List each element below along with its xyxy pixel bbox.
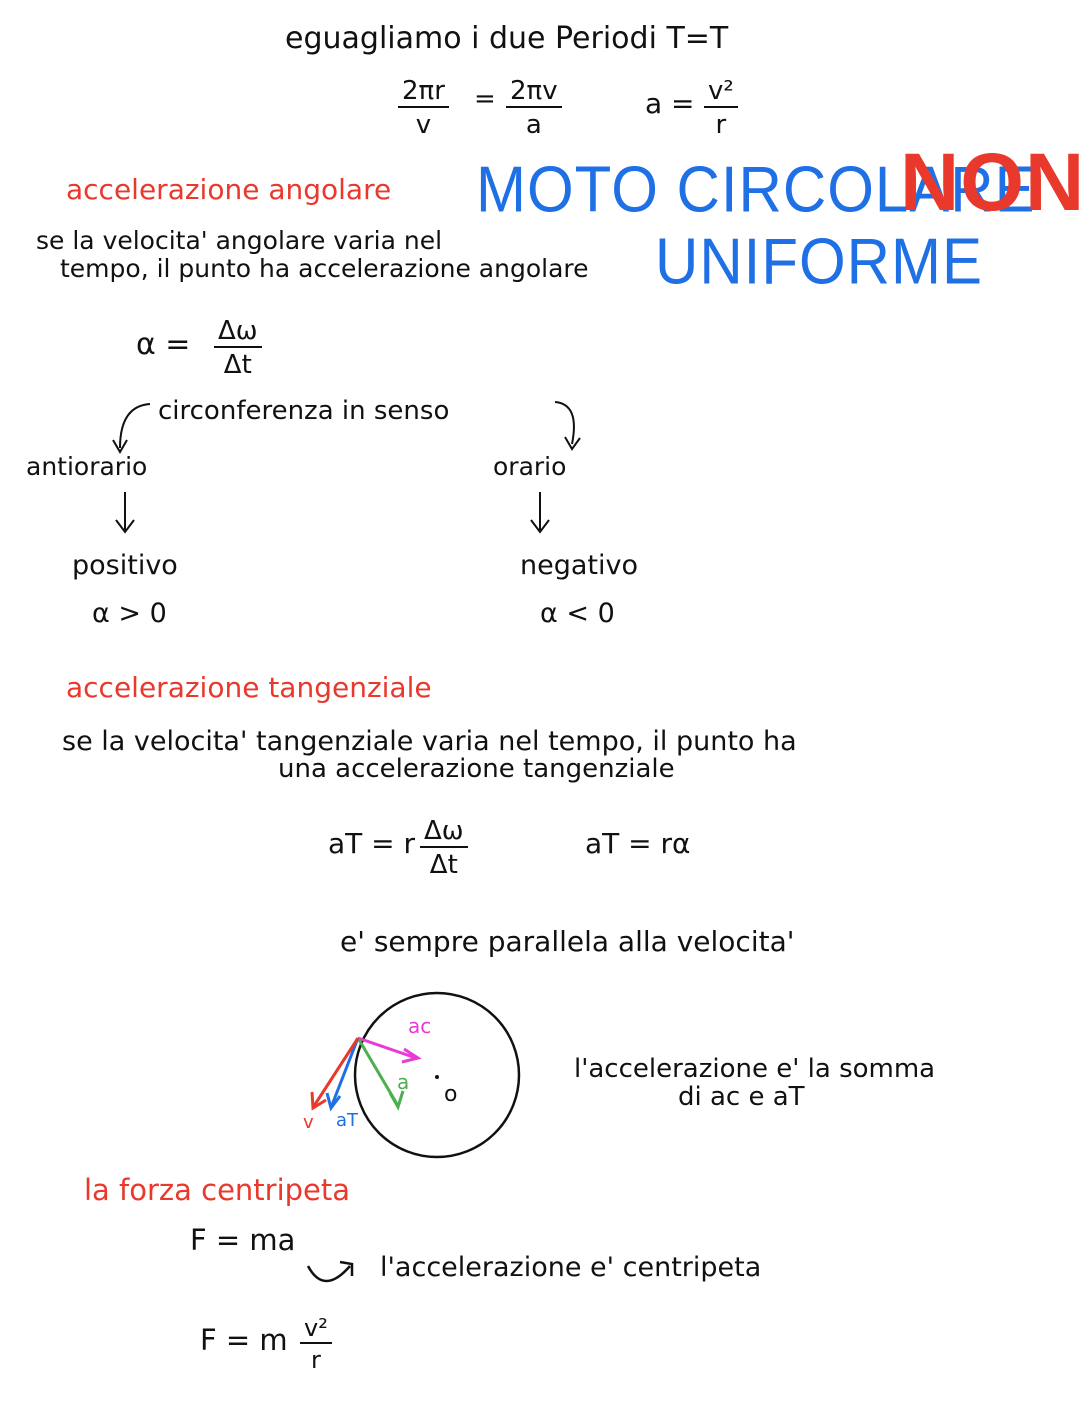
tangential-fraction: Δω Δt bbox=[420, 818, 468, 878]
down-arrowhead-right bbox=[530, 519, 550, 534]
force-note: l'accelerazione e' centripeta bbox=[380, 1252, 762, 1283]
sum-note-2: di ac e aT bbox=[678, 1082, 805, 1112]
v-label: v bbox=[303, 1112, 314, 1133]
branch-label: circonferenza in senso bbox=[158, 396, 450, 426]
fraction-denominator: a bbox=[525, 110, 542, 140]
ac-vector bbox=[357, 1036, 417, 1060]
fraction-denominator: r bbox=[715, 110, 727, 140]
center-label: o bbox=[444, 1082, 458, 1107]
a-label: a bbox=[397, 1070, 410, 1094]
v-vector-head bbox=[310, 1091, 327, 1111]
branch-right-arrow bbox=[554, 401, 575, 445]
title-line-1: MOTO CIRCOLARE bbox=[476, 153, 1036, 226]
branch-right-arrowhead bbox=[564, 436, 581, 451]
fraction-numerator: Δω bbox=[214, 318, 262, 348]
fraction-denominator: Δt bbox=[429, 850, 458, 880]
clockwise-label: orario bbox=[493, 452, 567, 481]
center-point bbox=[435, 1075, 439, 1079]
down-arrowhead-left bbox=[115, 519, 135, 534]
centripetal-fraction: v² r bbox=[704, 78, 738, 138]
force-equation-2-lhs: F = m bbox=[200, 1323, 288, 1357]
title-non: NON bbox=[900, 137, 1080, 228]
intro-line: eguagliamo i due Periodi T=T bbox=[285, 21, 729, 56]
tangential-text-1: se la velocita' tangenziale varia nel te… bbox=[62, 726, 797, 757]
alpha-fraction: Δω Δt bbox=[214, 318, 262, 378]
branch-left-arrowhead bbox=[112, 439, 128, 454]
tangential-text-2: una accelerazione tangenziale bbox=[278, 754, 675, 784]
at-vector-head bbox=[325, 1092, 342, 1112]
counterclockwise-label: antiorario bbox=[26, 452, 148, 481]
force-heading: la forza centripeta bbox=[84, 1173, 351, 1207]
branch-left-arrow bbox=[119, 403, 151, 449]
at-vector bbox=[330, 1037, 360, 1106]
angular-heading: accelerazione angolare bbox=[66, 173, 392, 206]
alpha-lhs: α = bbox=[136, 327, 191, 362]
parallel-note: e' sempre parallela alla velocita' bbox=[340, 925, 795, 958]
force-fraction: v² r bbox=[300, 1316, 332, 1372]
at-label: aT bbox=[336, 1110, 359, 1131]
force-curved-arrow bbox=[306, 1265, 351, 1283]
fraction-numerator: v² bbox=[300, 1316, 332, 1344]
fraction-numerator: 2πr bbox=[398, 78, 449, 108]
fraction-numerator: Δω bbox=[420, 818, 468, 848]
v-vector bbox=[312, 1037, 360, 1107]
a-vector-head bbox=[388, 1090, 405, 1111]
fraction-numerator: 2πv bbox=[506, 78, 562, 108]
ac-vector-head bbox=[401, 1047, 422, 1064]
positive-label: positivo bbox=[72, 550, 178, 581]
fraction-denominator: Δt bbox=[223, 350, 252, 380]
positive-condition: α > 0 bbox=[92, 598, 167, 629]
negative-condition: α < 0 bbox=[540, 598, 615, 629]
tangential-formula-2: aT = rα bbox=[585, 827, 691, 860]
centripetal-formula-lhs: a = bbox=[645, 87, 695, 120]
fraction-numerator: v² bbox=[704, 78, 738, 108]
period-fraction-1: 2πr v bbox=[398, 78, 449, 138]
sum-note-1: l'accelerazione e' la somma bbox=[574, 1054, 936, 1084]
force-equation-1: F = ma bbox=[190, 1223, 296, 1257]
fraction-denominator: v bbox=[415, 110, 432, 140]
angular-text-2: tempo, il punto ha accelerazione angolar… bbox=[60, 254, 589, 283]
negative-label: negativo bbox=[520, 550, 638, 581]
angular-text-1: se la velocita' angolare varia nel bbox=[36, 226, 443, 255]
ac-label: ac bbox=[408, 1014, 432, 1038]
tangential-heading: accelerazione tangenziale bbox=[66, 671, 432, 704]
period-fraction-2: 2πv a bbox=[506, 78, 562, 138]
tangential-formula-1-lhs: aT = r bbox=[328, 827, 416, 860]
title-line-2: UNIFORME bbox=[655, 225, 983, 298]
fraction-denominator: r bbox=[310, 1346, 321, 1374]
force-curved-arrowhead bbox=[339, 1260, 354, 1276]
circle-path bbox=[353, 991, 521, 1159]
equals-sign: = bbox=[474, 84, 496, 114]
